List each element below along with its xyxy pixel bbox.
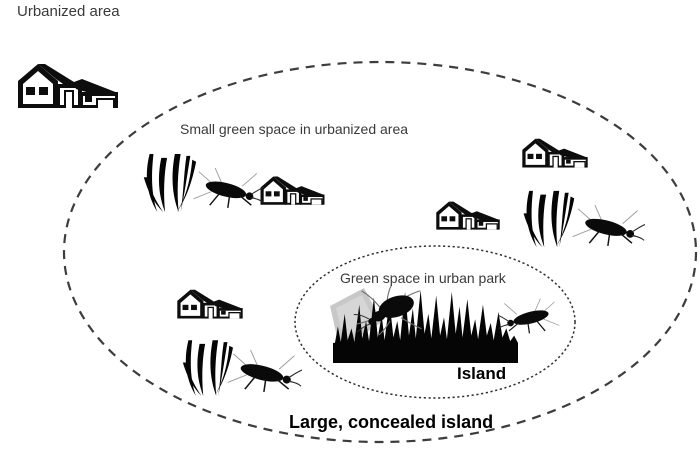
beetle-side-icon (188, 166, 264, 210)
small-green-space-label: Small green space in urbanized area (180, 121, 409, 137)
outer-dashed-ellipse (62, 60, 698, 444)
house-icon (16, 60, 120, 110)
park-dotted-ellipse (294, 245, 576, 399)
urban-park-label: Green space in urban park (340, 270, 506, 286)
urbanized-area-label: Urbanized area (17, 3, 120, 20)
island-label: Island (457, 364, 507, 383)
house-icon (259, 174, 326, 206)
house-icon (435, 199, 501, 231)
beetle-side-icon (567, 203, 645, 248)
beetle-side-icon (498, 296, 564, 336)
house-icon (176, 287, 244, 320)
beetle-top-icon (340, 283, 440, 335)
large-concealed-island-label: Large, concealed island (289, 412, 494, 432)
beetle-side-icon (222, 348, 302, 394)
house-icon (521, 136, 589, 169)
